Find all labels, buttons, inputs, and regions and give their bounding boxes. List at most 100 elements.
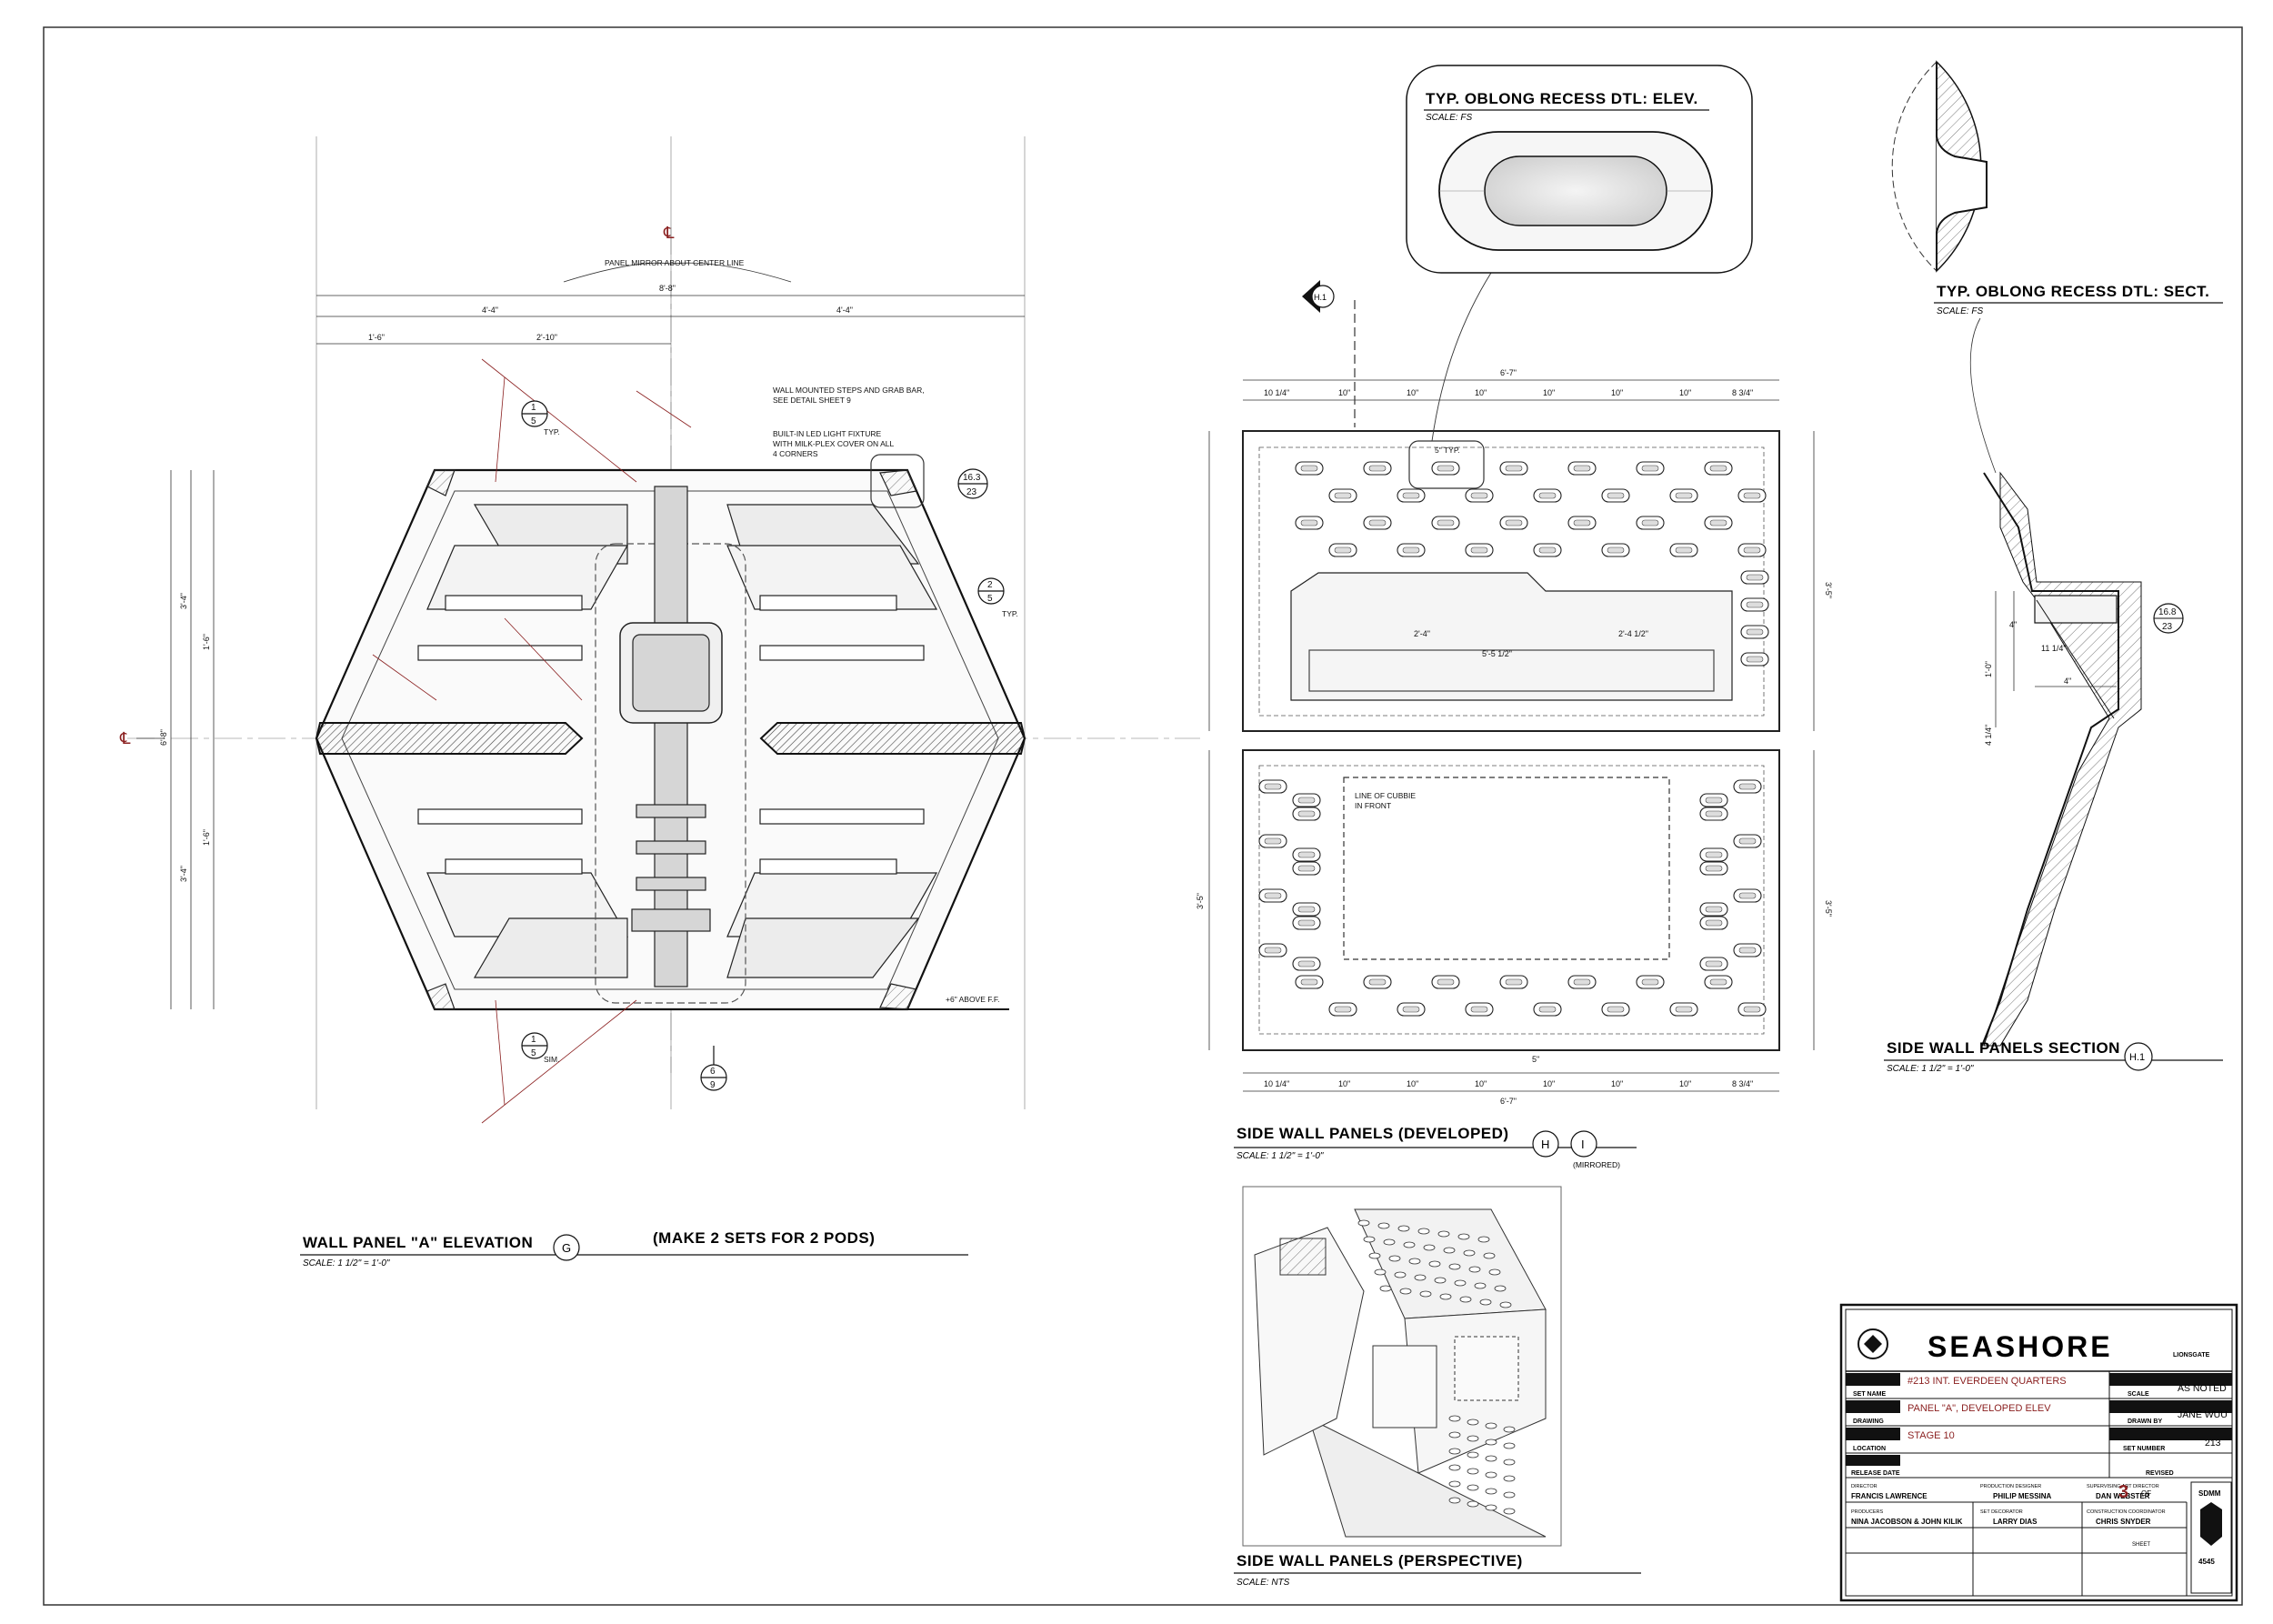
lower-inner-dash: [1258, 765, 1765, 1035]
oblong-recess-inner: [1264, 892, 1282, 899]
oblong-recess-inner: [1705, 810, 1723, 817]
perspective-recess: [1379, 1285, 1392, 1292]
perspective-recess: [1485, 1439, 1497, 1446]
tag-1-5-top: 1 5: [521, 400, 548, 427]
dev-dim-10g: 10": [1338, 1079, 1350, 1088]
recess-sect-title: TYP. OBLONG RECESS DTL: SECT.: [1937, 283, 2209, 300]
persp-vent: [1279, 1238, 1327, 1276]
tag-h-circle: [1532, 1130, 1559, 1158]
oblong-recess-inner: [1746, 601, 1764, 608]
slot-right-3: [759, 808, 925, 825]
oblong-recess-inner: [1607, 546, 1625, 554]
oblong-recess-inner: [1334, 546, 1352, 554]
dim-left-1-6b: 1'-6": [202, 829, 211, 846]
oblong-recess-inner: [1641, 465, 1659, 472]
ladder-step-4: [631, 908, 711, 932]
developed-upper-panel: [1242, 430, 1780, 732]
oblong-recess-inner: [1300, 978, 1318, 986]
union-text-2: 4545: [2198, 1558, 2215, 1566]
oblong-recess-inner: [1402, 492, 1420, 499]
oblong-recess-inner: [1368, 519, 1387, 526]
recess-sect-profile: [1936, 62, 1988, 271]
dev-dim-height-up: 3'-5": [1824, 582, 1833, 598]
sec-dim-4-1-4: 4 1/4": [1984, 725, 1993, 746]
oblong-recess-inner: [1300, 465, 1318, 472]
recess-sect-detail: TYP. OBLONG RECESS DTL: SECT. SCALE: FS: [1891, 60, 2223, 474]
perspective-recess: [1394, 1271, 1407, 1278]
release-label: RELEASE DATE: [1851, 1470, 1900, 1477]
developed-dimension-lines: [1208, 379, 1815, 1092]
perspective-recess: [1443, 1247, 1456, 1254]
sheet-of: OF: [2141, 1489, 2151, 1498]
oblong-recess-inner: [1297, 865, 1316, 872]
typ-note-1: TYP.: [544, 427, 560, 436]
recess-inner: [1484, 155, 1667, 226]
sheet-border: [43, 26, 2243, 1606]
perspective-recess: [1448, 1415, 1461, 1422]
studio-name: LIONSGATE: [2173, 1352, 2210, 1358]
developed-labels: 6'-7" 6'-7" 10 1/4" 8 3/4" 10 1/4" 8 3/4…: [1196, 368, 1833, 1106]
section-scale: SCALE: 1 1/2" = 1'-0": [1887, 1064, 1974, 1074]
oblong-recess-inner: [1738, 947, 1757, 954]
perspective-recess: [1474, 1282, 1487, 1289]
oblong-recess-inner: [1538, 492, 1557, 499]
slot-right-4: [759, 858, 897, 875]
perspective-recess: [1503, 1508, 1516, 1515]
recess-leader: [1431, 272, 1492, 442]
dev-dim-10b: 10": [1407, 388, 1418, 397]
side-wall-section: [1981, 471, 2184, 1047]
drawing-value: PANEL "A", DEVELOPED ELEV: [1908, 1403, 2051, 1414]
oblong-recess-inner: [1402, 546, 1420, 554]
diagonal-dimensions: [372, 358, 692, 1124]
tag-16-8-num: 16.8: [2158, 607, 2177, 617]
oblong-recess-inner: [1743, 492, 1761, 499]
producers-value: NINA JACOBSON & JOHN KILIK: [1851, 1518, 1963, 1526]
svg-text:6: 6: [710, 1067, 716, 1077]
producers-label: PRODUCERS: [1851, 1509, 1883, 1515]
perspective-recess: [1374, 1268, 1387, 1276]
dev-dim-10h: 10": [1407, 1079, 1418, 1088]
recess-callout-box: [1408, 440, 1485, 489]
construction-label: CONSTRUCTION COORDINATOR: [2087, 1509, 2166, 1515]
perspective-recess: [1485, 1471, 1497, 1479]
location-label: LOCATION: [1853, 1446, 1886, 1452]
perspective-recess: [1485, 1504, 1497, 1511]
dev-dim-10c: 10": [1475, 388, 1487, 397]
oblong-recess-inner: [1437, 519, 1455, 526]
oblong-recess-inner: [1264, 783, 1282, 790]
oblong-recess-inner: [1709, 978, 1727, 986]
svg-text:16.3: 16.3: [963, 473, 981, 483]
svg-text:23: 23: [966, 487, 977, 497]
oblong-recess-inner: [1641, 978, 1659, 986]
perspective-recess: [1448, 1431, 1461, 1439]
perspective-recess: [1467, 1418, 1479, 1426]
tag-16-8-den: 23: [2162, 622, 2173, 632]
oblong-recess-inner: [1705, 865, 1723, 872]
oblong-recess-inner: [1470, 1006, 1488, 1013]
tag-6-9: 6 9: [700, 1064, 727, 1091]
cubbie-note-1: LINE OF CUBBIE: [1355, 791, 1416, 800]
dev-dim-2-4: 2'-4": [1414, 629, 1430, 638]
dev-dim-5: 5": [1532, 1055, 1539, 1064]
perspective-scale: SCALE: NTS: [1237, 1578, 1290, 1588]
wall-panel-title-text: WALL PANEL "A" ELEVATION: [303, 1234, 533, 1251]
oblong-recess-inner: [1746, 628, 1764, 636]
perspective-recess: [1485, 1455, 1497, 1462]
perspective-recess: [1368, 1252, 1381, 1259]
oblong-recess-inner: [1738, 837, 1757, 845]
perspective-recess: [1408, 1258, 1421, 1265]
dim-top-half-r: 4'-4": [836, 306, 853, 315]
dev-dim-10k: 10": [1611, 1079, 1623, 1088]
dev-dim-height-low-l: 3'-5": [1196, 893, 1205, 909]
perspective-recess: [1483, 1252, 1496, 1259]
dev-dim-10l: 10": [1679, 1079, 1691, 1088]
oblong-recess-inner: [1573, 978, 1591, 986]
recess-elev-title: TYP. OBLONG RECESS DTL: ELEV.: [1426, 90, 1698, 107]
developed-title: SIDE WALL PANELS (DEVELOPED) SCALE: 1 1/…: [1234, 1125, 1637, 1169]
ladder-step-1: [636, 804, 706, 818]
led-note-2: WITH MILK-PLEX COVER ON ALL: [773, 439, 894, 448]
dev-dim-10e: 10": [1611, 388, 1623, 397]
mirrored-note: (MIRRORED): [1573, 1160, 1620, 1169]
recess-sect-circle: [1891, 61, 1938, 272]
scale-label: SCALE: [2128, 1391, 2149, 1398]
